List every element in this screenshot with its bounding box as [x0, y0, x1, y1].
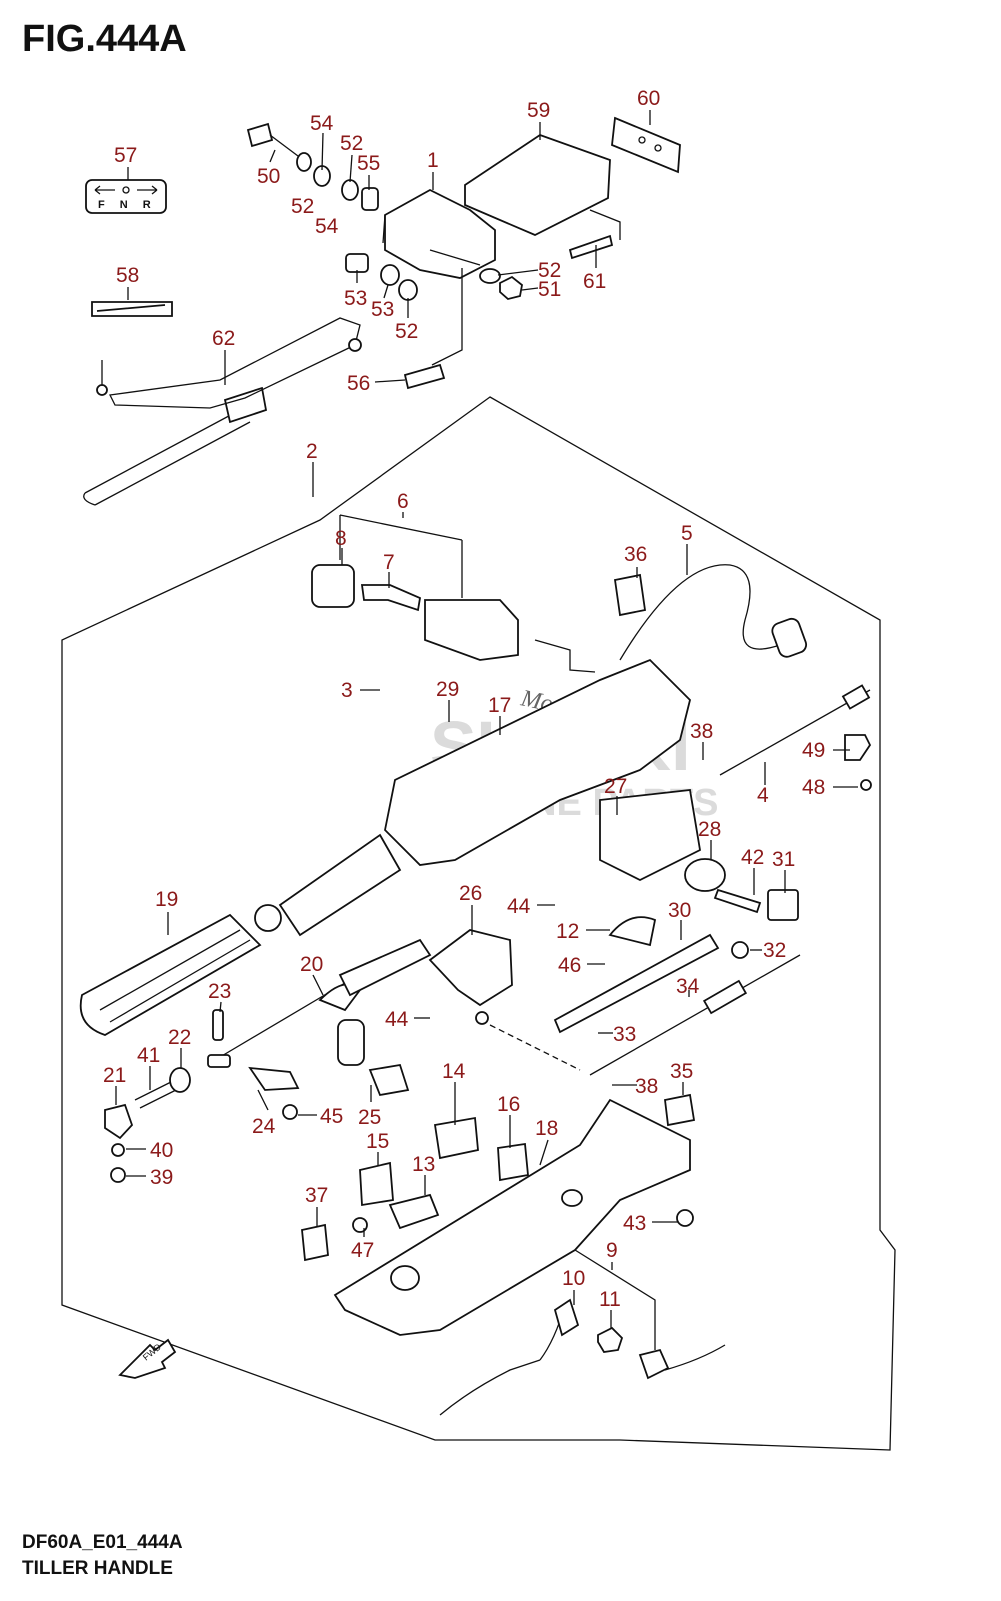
- callout-44: 44: [507, 895, 531, 918]
- callout-41: 41: [137, 1044, 160, 1067]
- callout-22: 22: [168, 1026, 191, 1049]
- callout-19: 19: [155, 888, 178, 911]
- callout-44: 44: [385, 1008, 409, 1031]
- callout-57: 57: [114, 144, 137, 167]
- callout-52: 52: [395, 320, 418, 343]
- callout-36: 36: [624, 543, 647, 566]
- callout-34: 34: [676, 975, 700, 998]
- throttle-cable-parts: [553, 573, 872, 1127]
- callout-55: 55: [357, 152, 380, 175]
- diagram-subtitle: TILLER HANDLE: [22, 1558, 173, 1579]
- shift-letters: F N R: [98, 199, 157, 211]
- callout-37: 37: [305, 1184, 328, 1207]
- callout-52: 52: [291, 195, 314, 218]
- callout-21: 21: [103, 1064, 126, 1087]
- callout-14: 14: [442, 1060, 466, 1083]
- callout-50: 50: [257, 165, 280, 188]
- top-bracket-parts: [246, 116, 681, 390]
- callout-33: 33: [613, 1023, 636, 1046]
- callout-20: 20: [300, 953, 323, 976]
- callouts: 57 50 54 52 55 52 54 1 59 60 58 53 53 52…: [103, 87, 825, 1311]
- callout-17: 17: [488, 694, 511, 717]
- callout-62: 62: [212, 327, 235, 350]
- callout-10: 10: [562, 1267, 585, 1290]
- callout-42: 42: [741, 846, 764, 869]
- callout-43: 43: [623, 1212, 646, 1235]
- callout-12: 12: [556, 920, 579, 943]
- callout-48: 48: [802, 776, 825, 799]
- callout-4: 4: [757, 784, 769, 807]
- callout-47: 47: [351, 1239, 374, 1262]
- callout-38: 38: [635, 1075, 658, 1098]
- figure-title: FIG.444A: [22, 18, 187, 60]
- callout-58: 58: [116, 264, 139, 287]
- diagram-code: DF60A_E01_444A: [22, 1532, 183, 1553]
- callout-61: 61: [583, 270, 606, 293]
- callout-6: 6: [397, 490, 409, 513]
- steering-arm: [83, 317, 362, 506]
- assembly-outline: [61, 396, 896, 1451]
- decal-strip: [91, 301, 173, 317]
- callout-39: 39: [150, 1166, 173, 1189]
- callout-23: 23: [208, 980, 231, 1003]
- callout-45: 45: [320, 1105, 343, 1128]
- callout-30: 30: [668, 899, 691, 922]
- callout-8: 8: [335, 527, 347, 550]
- callout-52: 52: [538, 259, 561, 282]
- callout-51: 51: [538, 278, 561, 301]
- callout-29: 29: [436, 678, 459, 701]
- left-small-parts: [104, 938, 432, 1183]
- lower-bracket: [301, 1098, 694, 1336]
- tiller-handle-body: [79, 658, 691, 1036]
- callout-54: 54: [315, 215, 339, 238]
- fwd-arrow-icon: FWD: [118, 1338, 177, 1379]
- callout-13: 13: [412, 1153, 435, 1176]
- callout-11: 11: [599, 1288, 621, 1311]
- callout-53: 53: [371, 298, 394, 321]
- callout-31: 31: [772, 848, 795, 871]
- callout-35: 35: [670, 1060, 693, 1083]
- ignition-switch-group: [311, 514, 596, 673]
- callout-3: 3: [341, 679, 353, 702]
- callout-15: 15: [366, 1130, 389, 1153]
- callout-5: 5: [681, 522, 693, 545]
- callout-49: 49: [802, 739, 825, 762]
- wiring-cable: [619, 564, 781, 661]
- callout-27: 27: [604, 775, 627, 798]
- callout-52: 52: [340, 132, 363, 155]
- callout-26: 26: [459, 882, 482, 905]
- callout-53: 53: [344, 287, 367, 310]
- callout-2: 2: [306, 440, 318, 463]
- callout-7: 7: [383, 551, 395, 574]
- callout-16: 16: [497, 1093, 520, 1116]
- callout-60: 60: [637, 87, 660, 110]
- callout-38: 38: [690, 720, 713, 743]
- callout-56: 56: [347, 372, 370, 395]
- callout-25: 25: [358, 1106, 381, 1129]
- callout-1: 1: [427, 149, 439, 172]
- callout-59: 59: [527, 99, 550, 122]
- callout-54: 54: [310, 112, 334, 135]
- callout-18: 18: [535, 1117, 558, 1140]
- callout-46: 46: [558, 954, 581, 977]
- callout-24: 24: [252, 1115, 276, 1138]
- callout-28: 28: [698, 818, 721, 841]
- lanyard-parts: [439, 1249, 726, 1416]
- leader-lines: [115, 110, 858, 1328]
- callout-9: 9: [606, 1239, 618, 1262]
- shift-decal: F N R: [85, 179, 167, 214]
- cable-connector: [771, 617, 808, 658]
- switch-bracket: [428, 929, 513, 1007]
- callout-32: 32: [763, 939, 786, 962]
- callout-40: 40: [150, 1139, 173, 1162]
